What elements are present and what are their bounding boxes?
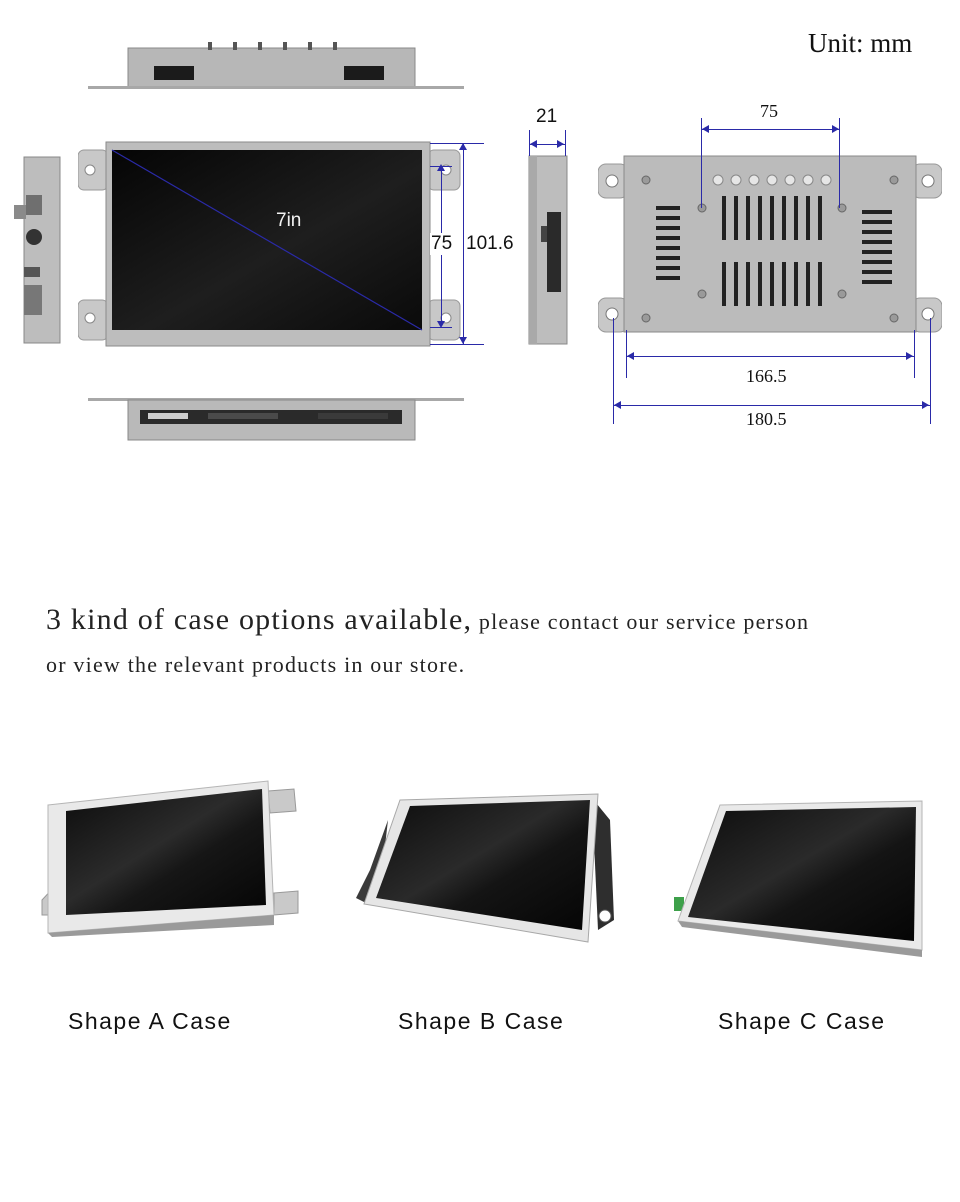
back-180-tick-right — [930, 318, 931, 424]
unit-label: Unit: mm — [808, 28, 913, 58]
back-75-arrow-right — [832, 125, 839, 133]
headline-small: please contact our service person — [472, 609, 810, 634]
shape-a-caption: Shape A Case — [68, 1008, 232, 1034]
diagonal-label: 7in — [276, 210, 302, 231]
front-75-tick-bottom — [430, 327, 452, 328]
front-75-label: 75 — [430, 233, 454, 255]
back-75-tick-right — [839, 118, 840, 208]
depth-arrow-right — [557, 140, 564, 148]
depth-tick-left — [529, 130, 530, 156]
depth-arrow-left — [530, 140, 537, 148]
shape-c-caption: Shape C Case — [718, 1008, 886, 1034]
front-view-drawing — [78, 141, 461, 347]
back-166-line — [626, 356, 914, 357]
back-180-tick-left — [613, 318, 614, 424]
front-75-tick-top — [430, 166, 452, 167]
shape-b-caption: Shape B Case — [398, 1008, 565, 1034]
back-75-label: 75 — [760, 101, 778, 121]
back-166-arrow-left — [627, 352, 634, 360]
front-101-line — [463, 143, 464, 344]
front-101-arrow-bottom — [459, 337, 467, 344]
shape-c-case-image — [674, 800, 923, 957]
top-view-drawing — [88, 42, 464, 89]
bottom-view-drawing — [88, 398, 464, 441]
depth-tick-right — [565, 130, 566, 156]
back-166-tick-right — [914, 330, 915, 378]
shape-b-case-image — [356, 793, 614, 943]
back-view-drawing — [598, 155, 942, 333]
back-166-label: 166.5 — [746, 366, 787, 386]
back-75-tick-left — [701, 118, 702, 208]
back-180-label: 180.5 — [746, 409, 787, 429]
front-75-arrow-bottom — [437, 321, 445, 328]
right-side-view-drawing — [528, 155, 568, 345]
back-75-arrow-left — [702, 125, 709, 133]
headline-big: 3 kind of case options available, — [46, 603, 473, 636]
shape-a-case-image — [41, 780, 299, 937]
depth-label: 21 — [536, 106, 558, 127]
left-side-view-drawing — [14, 156, 61, 344]
front-101-tick-top — [430, 143, 484, 144]
depth-line — [529, 144, 565, 145]
back-166-arrow-right — [906, 352, 913, 360]
headline-line2: or view the relevant products in our sto… — [46, 652, 466, 677]
front-75-arrow-top — [437, 164, 445, 171]
front-101-tick-bottom — [430, 344, 484, 345]
back-166-tick-left — [626, 330, 627, 378]
back-75-line — [702, 129, 839, 130]
front-101-arrow-top — [459, 143, 467, 150]
front-101-label: 101.6 — [466, 233, 514, 254]
back-180-arrow-right — [922, 401, 929, 409]
case-options-text: 3 kind of case options available, please… — [46, 600, 926, 688]
back-180-arrow-left — [614, 401, 621, 409]
back-180-line — [613, 405, 930, 406]
